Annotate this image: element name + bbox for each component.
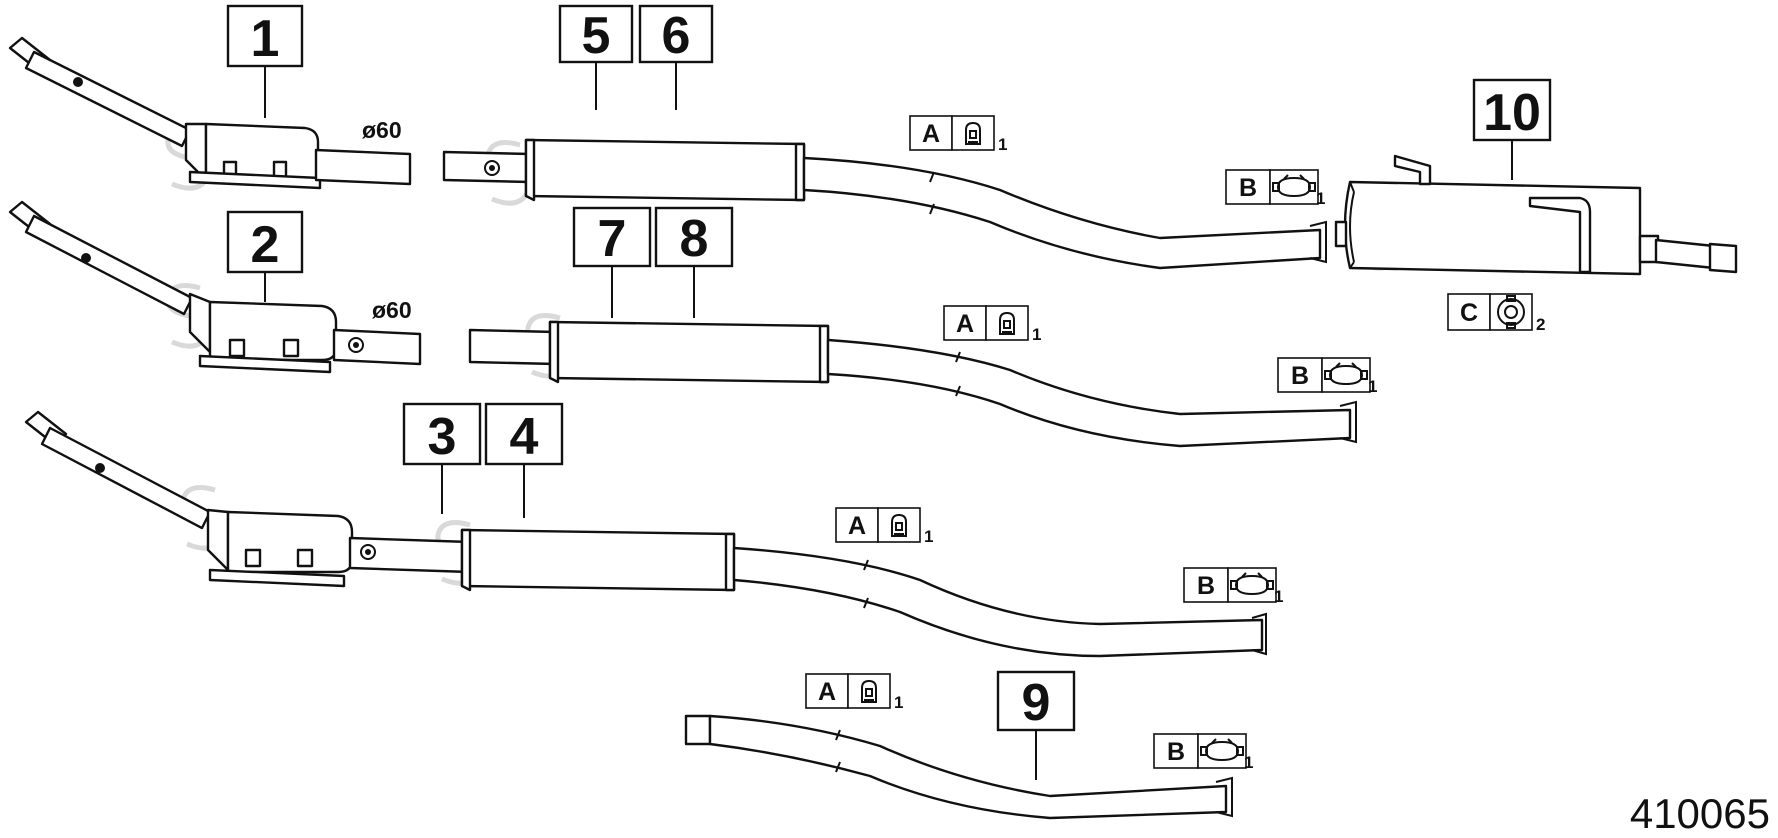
hardware-b-1-letter: B (1239, 174, 1257, 202)
callout-7[interactable]: 7 (572, 206, 652, 268)
hardware-a-4-qty: 1 (894, 693, 903, 712)
leader-lines (264, 62, 1513, 780)
callout-1[interactable]: 1 (226, 4, 304, 68)
hardware-b-2-qty: 1 (1368, 377, 1377, 396)
callout-9[interactable]: 9 (996, 670, 1076, 732)
front-silencer-pipe-5-6[interactable] (442, 138, 1327, 270)
callout-10[interactable]: 10 (1472, 78, 1552, 142)
hardware-b-2[interactable]: B 1 (1277, 357, 1377, 396)
hardware-b-3[interactable]: B 1 (1183, 567, 1283, 606)
callout-6-label: 6 (662, 7, 691, 65)
callout-4-label: 4 (510, 408, 539, 466)
hardware-c-1[interactable]: C 2 (1447, 293, 1545, 334)
hardware-b-1[interactable]: B 1 (1225, 169, 1325, 208)
callout-2[interactable]: 2 (226, 210, 304, 274)
catalytic-converter-1[interactable] (8, 36, 412, 190)
catalyst-with-front-silencer-3-4[interactable] (24, 410, 1267, 658)
hardware-a-2-letter: A (956, 310, 974, 338)
callout-5-label: 5 (582, 7, 611, 65)
hardware-b-4[interactable]: B 1 (1153, 733, 1253, 772)
callout-3[interactable]: 3 (402, 402, 482, 466)
diameter-label-2: ø60 (372, 297, 412, 323)
callout-10-label: 10 (1483, 84, 1541, 142)
hardware-c-1-qty: 2 (1536, 315, 1545, 334)
hardware-b-4-letter: B (1167, 738, 1185, 766)
callout-1-label: 1 (251, 10, 280, 68)
callout-8[interactable]: 8 (654, 206, 734, 268)
hardware-a-4[interactable]: A 1 (805, 673, 903, 712)
hardware-a-3-qty: 1 (924, 527, 933, 546)
intermediate-pipe-9[interactable] (684, 714, 1233, 820)
hardware-c-1-letter: C (1460, 299, 1478, 327)
callout-7-label: 7 (598, 210, 627, 268)
hardware-b-4-qty: 1 (1244, 753, 1253, 772)
front-silencer-pipe-7-8[interactable] (468, 320, 1357, 448)
hardware-a-1-letter: A (922, 120, 940, 148)
hardware-a-1[interactable]: A 1 (909, 115, 1007, 154)
hardware-b-1-qty: 1 (1316, 189, 1325, 208)
callout-3-label: 3 (428, 408, 457, 466)
hardware-a-3[interactable]: A 1 (835, 507, 933, 546)
hardware-a-4-letter: A (818, 678, 836, 706)
callout-4[interactable]: 4 (484, 402, 564, 466)
hardware-b-2-letter: B (1291, 362, 1309, 390)
hardware-a-3-letter: A (848, 512, 866, 540)
rear-silencer-10[interactable] (1334, 154, 1738, 276)
hardware-a-2[interactable]: A 1 (943, 305, 1041, 344)
callout-6[interactable]: 6 (638, 4, 714, 65)
callout-8-label: 8 (680, 210, 709, 268)
diagram-reference-number: 410065 (1630, 790, 1770, 837)
hardware-b-3-qty: 1 (1274, 587, 1283, 606)
callout-2-label: 2 (251, 216, 280, 274)
callout-9-label: 9 (1022, 674, 1051, 732)
hardware-a-2-qty: 1 (1032, 325, 1041, 344)
catalytic-converter-2[interactable] (8, 200, 422, 374)
hardware-a-1-qty: 1 (998, 135, 1007, 154)
diameter-label-1: ø60 (362, 117, 402, 143)
callout-5[interactable]: 5 (558, 4, 634, 65)
hardware-b-3-letter: B (1197, 572, 1215, 600)
